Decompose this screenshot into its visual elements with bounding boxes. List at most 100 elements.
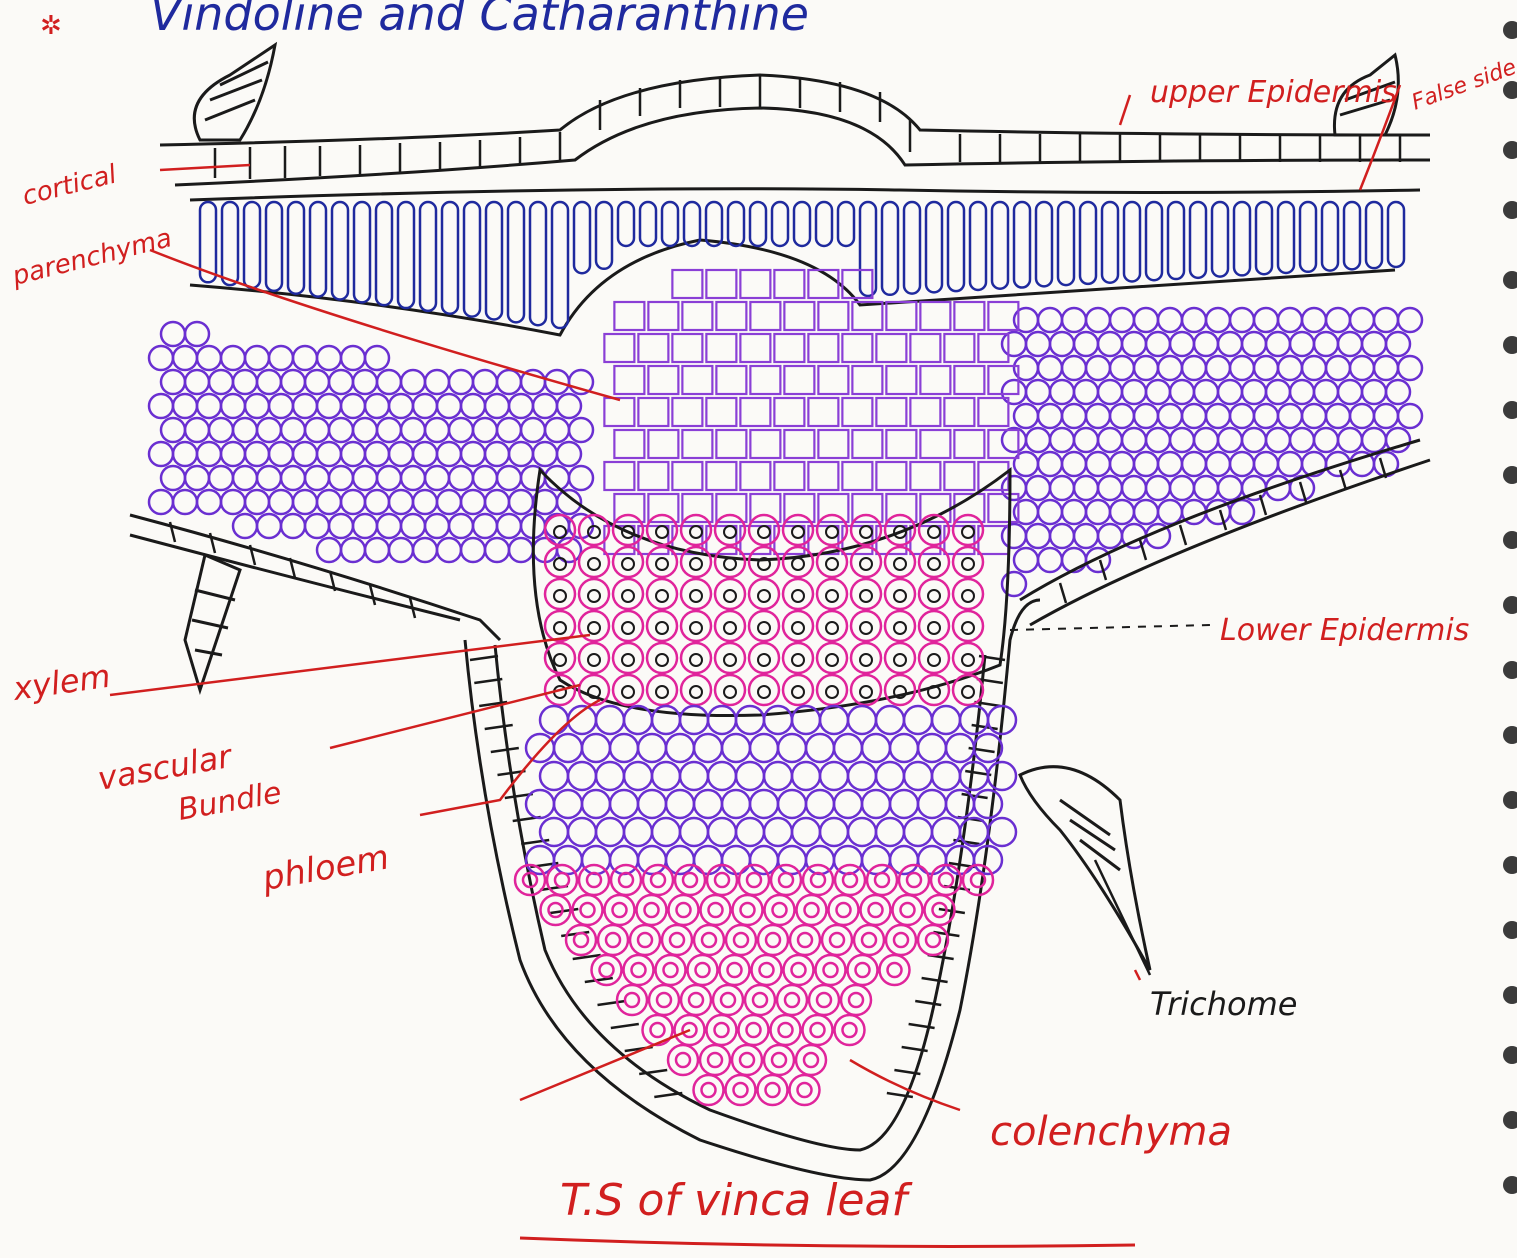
spongy-cell	[1230, 500, 1254, 524]
spongy-cell	[377, 514, 401, 538]
spongy-cell	[1362, 332, 1386, 356]
collenchyma-cell	[669, 895, 699, 925]
spongy-cell	[257, 418, 281, 442]
spongy-cell	[365, 490, 389, 514]
spongy-cell	[353, 514, 377, 538]
collenchyma-lumen	[824, 963, 838, 977]
phloem-cell	[918, 846, 946, 874]
spongy-cell	[1158, 404, 1182, 428]
spongy-cell	[401, 418, 425, 442]
parenchyma-cell	[808, 398, 838, 426]
parenchyma-cell	[614, 302, 644, 330]
collenchyma-cell	[809, 985, 839, 1015]
collenchyma-cell	[784, 955, 814, 985]
phloem-cell	[876, 706, 904, 734]
spongy-cell	[1362, 428, 1386, 452]
xylem-lumen	[860, 526, 872, 538]
xylem-lumen	[758, 526, 770, 538]
xylem-cell	[885, 675, 915, 705]
collenchyma-cell	[835, 865, 865, 895]
phloem-cell	[904, 706, 932, 734]
spongy-cell	[1122, 476, 1146, 500]
palisade-cell	[640, 202, 656, 246]
collenchyma-lumen	[805, 903, 819, 917]
parenchyma-cell	[750, 430, 780, 458]
phloem-cell	[554, 846, 582, 874]
spongy-cell	[1050, 332, 1074, 356]
palisade-cell	[1300, 202, 1316, 272]
spongy-cell	[437, 394, 461, 418]
xylem-lumen	[860, 654, 872, 666]
palisade-cell	[926, 202, 942, 292]
phloem-cell	[890, 790, 918, 818]
spongy-cell	[317, 538, 341, 562]
collenchyma-cell	[713, 985, 743, 1015]
parenchyma-cell	[774, 462, 804, 490]
collenchyma-cell	[566, 925, 596, 955]
xylem-cell	[953, 675, 983, 705]
spongy-cell	[533, 442, 557, 466]
spongy-cell	[1110, 452, 1134, 476]
palisade-cell	[728, 202, 744, 246]
spongy-cell	[1326, 308, 1350, 332]
collenchyma-cell	[918, 925, 948, 955]
collenchyma-cell	[745, 985, 775, 1015]
xylem-lumen	[758, 686, 770, 698]
title-underline	[520, 1238, 1135, 1246]
spongy-cell	[437, 442, 461, 466]
xylem-lumen	[554, 526, 566, 538]
spongy-cell	[1170, 380, 1194, 404]
midrib-wall	[550, 909, 578, 913]
spongy-cell	[1170, 428, 1194, 452]
collenchyma-cell	[720, 955, 750, 985]
phloem-cell	[666, 734, 694, 762]
spongy-cell	[197, 490, 221, 514]
midrib-wall	[491, 748, 519, 752]
spongy-cell	[365, 346, 389, 370]
trichome-pointer	[1095, 860, 1150, 975]
parenchyma-cell	[638, 334, 668, 362]
xylem-lumen	[928, 622, 940, 634]
spongy-cell	[233, 370, 257, 394]
xylem-lumen	[860, 686, 872, 698]
phloem-cell	[862, 846, 890, 874]
xylem-lumen	[792, 686, 804, 698]
xylem-cell	[953, 643, 983, 673]
phloem-cell	[834, 790, 862, 818]
parenchyma-cell	[842, 334, 872, 362]
spongy-cell	[569, 466, 593, 490]
parenchyma-cell	[818, 302, 848, 330]
spongy-cell	[437, 538, 461, 562]
collenchyma-cell	[867, 865, 897, 895]
palisade-cell	[750, 202, 766, 246]
spongy-cell	[1314, 380, 1338, 404]
collenchyma-lumen	[888, 963, 902, 977]
phloem-cell	[526, 790, 554, 818]
palisade-cell	[1168, 202, 1184, 279]
palisade-cell	[398, 202, 414, 308]
parenchyma-cell	[706, 334, 736, 362]
collenchyma-lumen	[651, 873, 665, 887]
xylem-lumen	[724, 686, 736, 698]
spongy-cell	[1134, 500, 1158, 524]
spongy-cell	[1218, 332, 1242, 356]
midrib-wall	[922, 978, 948, 982]
parenchyma-cell	[716, 366, 746, 394]
phloem-cell	[540, 762, 568, 790]
spongy-cell	[1146, 380, 1170, 404]
phloem-cell	[918, 790, 946, 818]
collenchyma-cell	[726, 1075, 756, 1105]
parenchyma-cell	[740, 462, 770, 490]
spongy-cell	[437, 490, 461, 514]
midrib-wall	[611, 1024, 639, 1028]
collenchyma-cell	[790, 925, 820, 955]
spongy-cell	[1110, 308, 1134, 332]
parenchyma-cell	[672, 462, 702, 490]
spongy-cell	[1398, 308, 1422, 332]
spongy-cell	[1110, 356, 1134, 380]
spongy-cell	[1230, 404, 1254, 428]
collenchyma-cell	[822, 925, 852, 955]
spongy-cell	[1122, 332, 1146, 356]
spongy-cell	[161, 418, 185, 442]
xylem-lumen	[588, 590, 600, 602]
